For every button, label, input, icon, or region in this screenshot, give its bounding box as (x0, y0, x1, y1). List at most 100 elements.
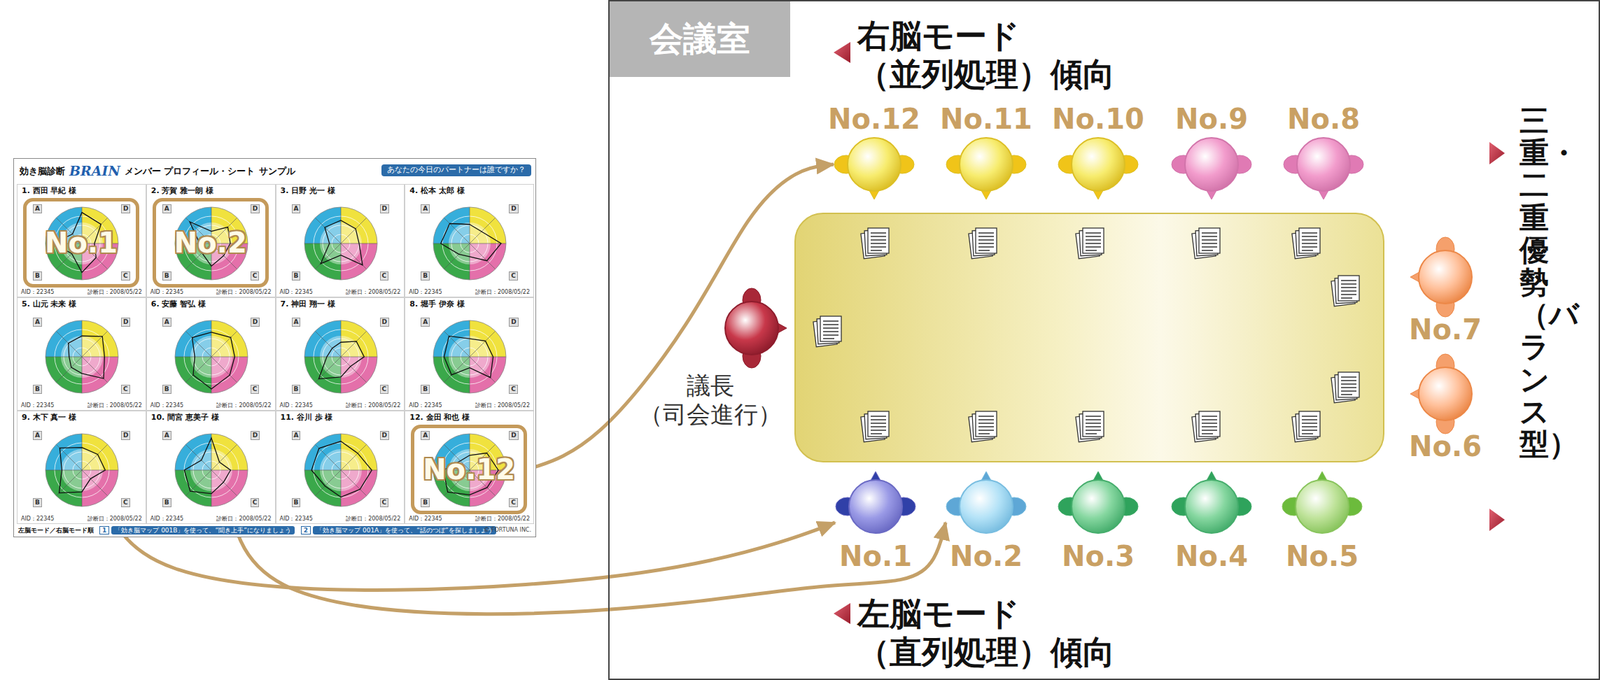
chart-axis (340, 320, 341, 357)
document-stack (813, 228, 1360, 443)
chart-axis (340, 217, 367, 244)
profile-card: 8. 堀手 伊奈 様ADBCAID：22345診断日：2008/05/22 (404, 297, 535, 411)
quadrant-letter: D (121, 431, 131, 441)
radar-chart (405, 298, 535, 412)
quadrant-letter: A (291, 317, 301, 327)
chart-ring (460, 461, 479, 480)
radar-line (444, 335, 494, 378)
quadrant-letter: D (508, 317, 518, 327)
quadrant-letter: D (508, 431, 518, 441)
quadrant-letter: B (420, 384, 430, 395)
card-id: AID：22345 (150, 402, 184, 409)
card-id: AID：22345 (20, 402, 54, 409)
pointer-triangle (833, 41, 1505, 625)
radar-line (443, 452, 499, 495)
card-id: AID：22345 (408, 289, 442, 296)
quadrant-letter: D (250, 204, 260, 214)
quadrant-letter: B (162, 498, 172, 508)
quadrant-letter: C (508, 498, 518, 508)
quadrant-letter: A (162, 204, 172, 214)
quadrant-letter: A (420, 317, 430, 327)
quadrant-letter: A (162, 431, 172, 441)
card-date: 診断日：2008/05/22 (216, 402, 271, 409)
person-figure (1058, 128, 1138, 201)
chart-axis (211, 470, 238, 497)
person-figure (1172, 470, 1251, 544)
quadrant-letter: C (380, 498, 390, 508)
person-head (1296, 137, 1351, 192)
chart-axis (340, 331, 367, 357)
chart-ring (193, 225, 230, 262)
quadrant-letter: D (250, 431, 260, 441)
flow-arrow (210, 287, 946, 615)
quadrant-letter: A (291, 204, 301, 214)
participant: No.7 (1408, 237, 1482, 317)
quadrant-letter: B (32, 384, 42, 395)
inner-disk (60, 222, 103, 265)
footer-note: 左脳モード／右脳モード順 (18, 527, 94, 535)
chart-axis (185, 444, 212, 471)
chart-axis (469, 243, 496, 270)
chart-axis (469, 243, 471, 280)
footer-note: 2 (300, 526, 311, 535)
quadrant-letter: A (420, 204, 430, 214)
quadrant-letter: C (380, 271, 390, 281)
card-date: 診断日：2008/05/22 (345, 289, 401, 296)
badge-number: No.12 (422, 453, 516, 486)
card-date: 診断日：2008/05/22 (216, 515, 271, 523)
chart-axis (304, 356, 341, 358)
chart-axis (55, 356, 82, 383)
person-figure (1282, 470, 1362, 544)
card-date: 診断日：2008/05/22 (345, 515, 401, 523)
chart-axis (433, 470, 470, 472)
radar-line (53, 212, 101, 273)
participant: No.6 (1408, 354, 1482, 434)
chart-rim (174, 207, 248, 280)
chart-axis (469, 433, 471, 471)
card-date: 診断日：2008/05/22 (345, 402, 401, 409)
chair-person: 議長 （司会進行） (715, 289, 789, 368)
mode-label: 右脳モード （並列処理）傾向 (857, 16, 1152, 94)
meeting-table (795, 213, 1384, 462)
chart-rim (304, 433, 378, 507)
footer-note: 「効き脳マップ 001B」を使って、“聞き上手”になりましょう (111, 526, 295, 535)
profile-card: 4. 松本 太郎 様ADBCAID：22345診断日：2008/05/22 (404, 184, 535, 298)
card-name: 8. 堀手 伊奈 様 (409, 300, 465, 310)
chart-axis (210, 207, 212, 244)
person-head (959, 480, 1013, 534)
card-id: AID：22345 (150, 515, 184, 523)
card-id: AID：22345 (408, 402, 442, 409)
chart-axis (340, 470, 341, 507)
mode-label: 三重・二重優勢（バランス型） (1519, 104, 1549, 461)
profile-card: No.22. 芳賀 雅一朗 様ADBCAID：22345診断日：2008/05/… (146, 184, 276, 298)
person-figure (946, 128, 1026, 201)
profile-card: 7. 神田 翔一 様ADBCAID：22345診断日：2008/05/22 (275, 297, 406, 411)
chart-axis (45, 243, 82, 245)
participant: No.10 (1058, 128, 1138, 201)
quadrant-letter: D (380, 317, 390, 327)
quadrant-letter: B (420, 498, 430, 508)
radar-chart (146, 411, 277, 525)
person-head (1184, 480, 1239, 534)
chart-ring (72, 234, 91, 253)
quadrant-letter: C (508, 271, 518, 281)
person-head (725, 301, 779, 355)
card-date: 診断日：2008/05/22 (87, 515, 143, 523)
quadrant-letter: B (291, 498, 301, 508)
card-name: 2. 芳賀 雅一朗 様 (151, 186, 214, 196)
person-figure (834, 128, 914, 201)
participant: No.2 (946, 470, 1026, 544)
participant: No.1 (836, 470, 915, 544)
profile-card: 6. 安藤 智弘 様ADBCAID：22345診断日：2008/05/22 (146, 297, 276, 411)
quadrant-letter: A (32, 317, 42, 327)
participant-number: No.1 (839, 540, 912, 573)
sheet-title: BRAIN (69, 163, 121, 180)
chart-axis (210, 356, 212, 394)
card-id: AID：22345 (408, 515, 442, 523)
chart-axis (81, 243, 108, 270)
participant: No.12 (834, 128, 914, 201)
chart-axis (211, 356, 248, 358)
chart-axis (210, 470, 212, 507)
chart-axis (314, 470, 341, 497)
chart-axis (469, 444, 496, 471)
